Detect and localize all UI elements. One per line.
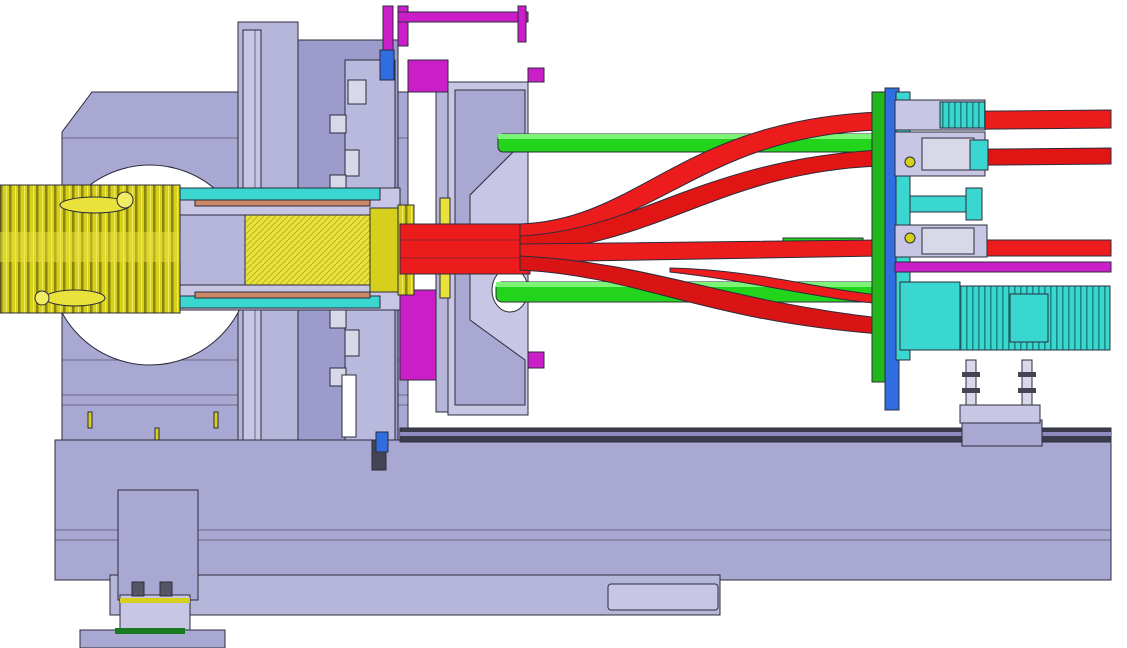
cyan-feedthrough-plate bbox=[871, 87, 1112, 411]
flange-bolts bbox=[329, 49, 395, 471]
hatched-cylinder bbox=[244, 214, 371, 286]
red-pipes bbox=[399, 99, 1112, 335]
central-flange bbox=[179, 187, 451, 311]
red-pipe-third bbox=[519, 239, 1112, 263]
main-base-beam bbox=[54, 439, 1112, 581]
cyan-bellows bbox=[899, 281, 1111, 351]
rail-carriage bbox=[959, 359, 1043, 447]
base-rail bbox=[54, 427, 1112, 648]
red-manifold bbox=[399, 223, 531, 275]
yellow-bellows bbox=[0, 184, 181, 314]
red-pipe-second bbox=[519, 147, 1112, 253]
grey-cylinder bbox=[179, 214, 246, 286]
lower-stand bbox=[117, 489, 199, 601]
